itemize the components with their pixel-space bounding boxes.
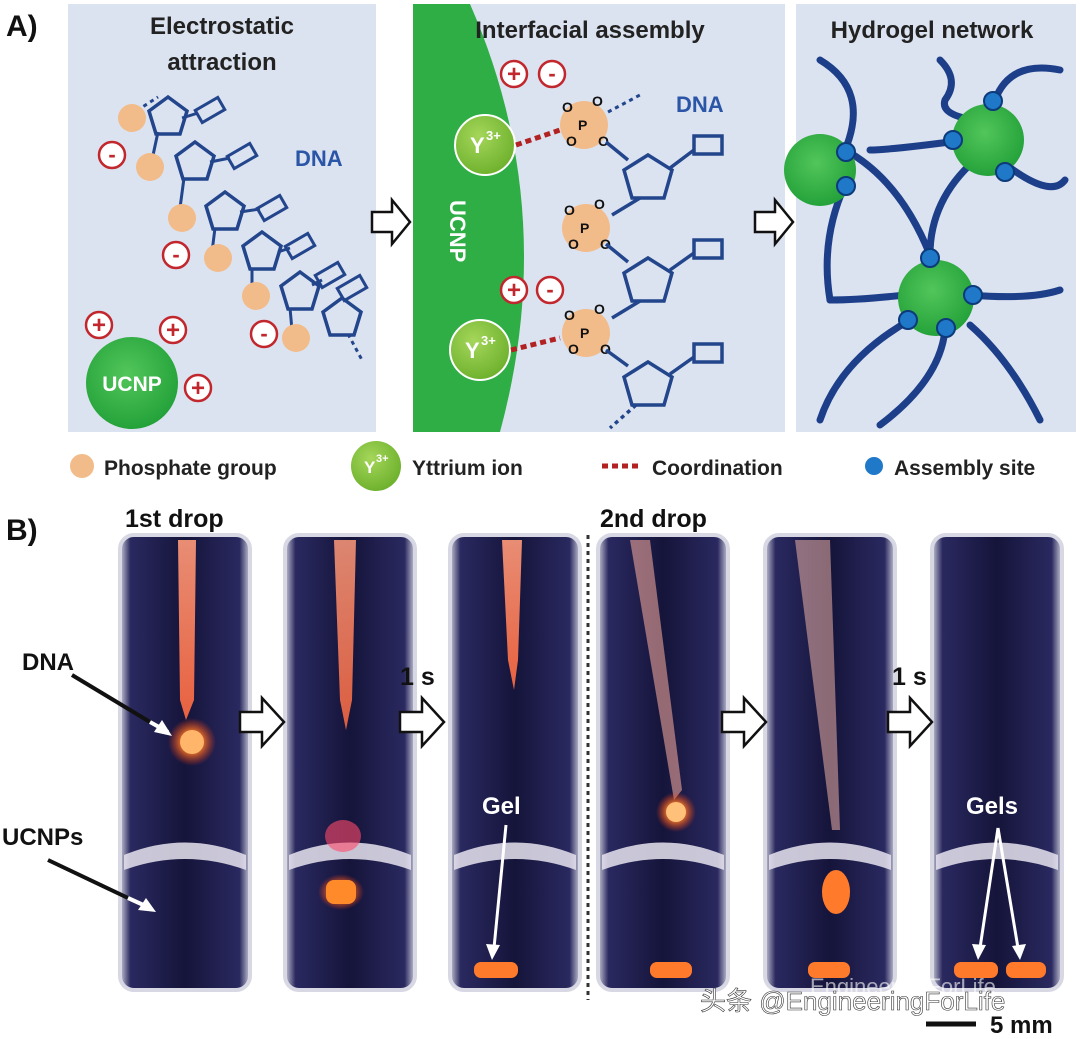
yttrium-ion-bottom: Y 3+ [449, 319, 511, 381]
svg-text:O: O [564, 202, 575, 218]
panel-a-letter: A) [6, 10, 38, 43]
hydrogel-network [784, 56, 1069, 429]
legend-coordination-label: Coordination [652, 457, 783, 480]
svg-text:O: O [594, 196, 605, 212]
legend: Phosphate group Y 3+ Yttrium ion Coordin… [70, 441, 1035, 491]
svg-text:-: - [548, 61, 555, 86]
scale-label: 5 mm [990, 1012, 1053, 1039]
svg-text:O: O [600, 236, 611, 252]
ucnps-pointer [47, 858, 129, 900]
phosphate-group-2: P O O O O [562, 196, 611, 252]
positive-charges-left: + + + [84, 310, 213, 403]
svg-text:P: P [578, 117, 587, 133]
arrow-right-icon [370, 196, 412, 248]
ucnp-particle [86, 337, 178, 429]
dna-callout: DNA [22, 649, 74, 676]
svg-text:Y: Y [465, 338, 480, 363]
svg-text:O: O [568, 236, 579, 252]
yttrium-ion-top: Y 3+ [454, 114, 516, 176]
panel-b-arrows [238, 694, 934, 750]
time-label-2: 1 s [892, 663, 927, 691]
coordination-bond-bottom [510, 335, 561, 353]
svg-text:+: + [166, 317, 180, 344]
svg-text:3+: 3+ [481, 333, 496, 348]
svg-text:P: P [580, 220, 589, 236]
svg-text:O: O [598, 133, 609, 149]
watermark-line-2: 头条 @EngineeringForLife [700, 986, 1005, 1016]
svg-text:-: - [108, 142, 115, 167]
ucnps-callout: UCNPs [2, 824, 83, 851]
arrow-right-icon [886, 694, 934, 750]
svg-text:O: O [594, 301, 605, 317]
phosphate-group-3: P O O O O [562, 301, 611, 357]
svg-text:+: + [507, 277, 521, 304]
legend-yttrium-label: Yttrium ion [412, 457, 523, 480]
cuvette-2 [283, 533, 417, 992]
legend-assembly-swatch [865, 457, 883, 475]
svg-text:+: + [191, 375, 205, 402]
gels-pointer-1 [978, 827, 1000, 949]
svg-text:-: - [260, 321, 267, 346]
gel-pointer [492, 824, 508, 949]
dna-label-left: DNA [295, 146, 343, 171]
cuvette-6 [930, 533, 1064, 992]
electrostatic-title-1: Electrostatic [150, 13, 294, 40]
gels-pointer-2 [996, 827, 1020, 949]
dna-strand-left [118, 95, 369, 361]
arrow-right-icon [398, 694, 446, 750]
ucnp-surface-label: UCNP [445, 200, 470, 262]
svg-text:3+: 3+ [486, 128, 501, 143]
arrow-right-icon [720, 694, 768, 750]
arrow-right-icon [238, 694, 286, 750]
legend-assembly-label: Assembly site [894, 457, 1035, 480]
ucnp-particle-label: UCNP [102, 373, 162, 396]
time-label-1: 1 s [400, 663, 435, 691]
svg-text:O: O [592, 93, 603, 109]
cuvette-5 [763, 533, 897, 992]
dna-pointer [70, 673, 152, 724]
electrostatic-title-2: attraction [167, 49, 276, 76]
legend-phosphate-label: Phosphate group [104, 457, 277, 480]
interfacial-title: Interfacial assembly [475, 17, 705, 44]
charges-middle: + - + - [499, 59, 567, 305]
svg-text:O: O [564, 307, 575, 323]
gels-label: Gels [966, 793, 1018, 820]
svg-text:3+: 3+ [376, 453, 389, 465]
svg-text:+: + [507, 61, 521, 88]
second-drop-label: 2nd drop [600, 505, 707, 533]
arrow-right-icon [753, 196, 795, 248]
gel-label: Gel [482, 793, 521, 820]
svg-text:O: O [566, 133, 577, 149]
svg-text:O: O [600, 341, 611, 357]
svg-text:Y: Y [364, 458, 376, 477]
cuvette-1 [118, 533, 252, 992]
hydrogel-title: Hydrogel network [831, 17, 1034, 44]
svg-text:P: P [580, 325, 589, 341]
cuvette-4 [596, 533, 730, 992]
svg-text:-: - [546, 277, 553, 302]
coordination-bond-top [515, 127, 561, 148]
phosphate-group-1: P O O O O [560, 93, 609, 149]
negative-charges-left: - - - [97, 140, 279, 349]
svg-text:O: O [568, 341, 579, 357]
svg-text:Y: Y [470, 133, 485, 158]
panel-b-letter: B) [6, 514, 38, 547]
svg-text:+: + [92, 312, 106, 339]
dna-strand-middle [604, 134, 724, 430]
cuvette-3 [448, 533, 582, 992]
svg-text:O: O [562, 99, 573, 115]
watermark-line-1: EngineeringForLife [810, 974, 996, 999]
first-drop-label: 1st drop [125, 505, 224, 533]
dna-label-middle: DNA [676, 92, 724, 117]
legend-yttrium-swatch [351, 441, 401, 491]
cuvettes [118, 533, 1064, 992]
svg-text:-: - [172, 242, 179, 267]
legend-phosphate-swatch [70, 454, 94, 478]
